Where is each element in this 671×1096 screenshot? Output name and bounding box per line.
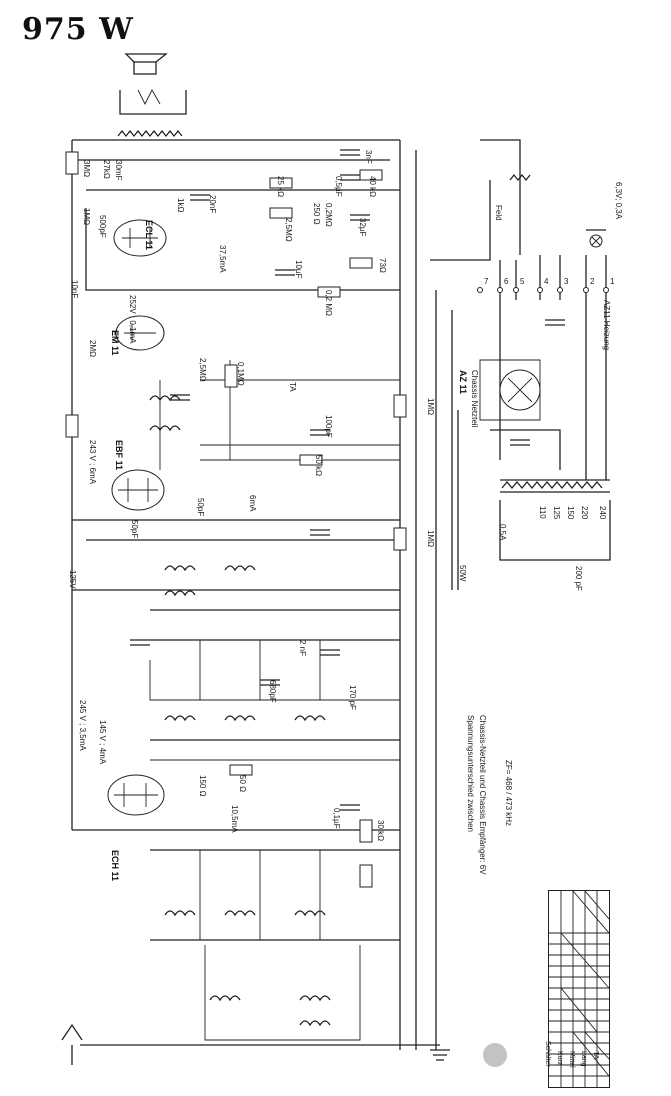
loudspeaker-icon [119,53,187,115]
r-73-label: 73Ω [378,258,387,273]
c-01uf-label: 0,1µF [332,808,341,829]
r-25m2-label: 2,5MΩ [198,358,207,382]
r-25k-label: 25 kΩ [276,176,285,197]
switch-row-ta: TA [592,1051,599,1060]
c-10uf-label: 10µF [294,260,303,279]
ech-current-label: 10,5mA [230,805,239,833]
r-50k-label: 50 kΩ [314,455,323,476]
terminal-number: 3 [564,277,569,286]
ech-voltage2-label: 145 V ; 4mA [98,720,107,765]
c-50pf-label: 50pF [196,498,205,516]
ground-icon [430,1049,450,1061]
c-20nf-label: 20nF [208,195,217,213]
tap-110: 110 [538,506,547,519]
terminal-number: 2 [590,277,595,286]
tube-label-az11: AZ 11 [458,370,468,394]
schematic-title: 975 W [22,12,134,47]
r-1m-label: 1MΩ [82,208,91,225]
c-10nf-label: 10nF [70,280,79,298]
c-680pf-label: 680pF [268,680,277,703]
c-32uf-label: 32µF [358,218,367,237]
tube-label-em11: EM 11 [110,330,120,356]
output-transformer [117,129,183,138]
r-40k-label: 40 kΩ [368,176,377,197]
tap-150: 150 [566,506,575,520]
tap-240: 240 [598,506,607,520]
c-3nf-label: 3nF [364,150,373,164]
c-500pf-label: 500pF [98,215,107,238]
tap-125: 125 [552,506,561,520]
terminal-number: 4 [544,277,549,286]
fuse-label: 0,5A [498,524,507,541]
r-150-label: 150 Ω [198,775,207,797]
terminal-number: 6 [504,277,509,286]
ebf-voltage-label: 243 V ; 6mA [88,440,97,485]
r-01m-label: 0,1MΩ [236,362,245,386]
terminal-number: 7 [484,277,489,286]
note-line-2: Chassis-Netzteil und Chassis Empfänger: … [478,715,487,875]
tube-label-ecl11: ECL 11 [144,220,154,250]
capacitors [130,149,565,811]
note-line-1: Spannungsunterschied zwischen [466,715,475,832]
antenna-icon [61,1023,83,1065]
r-1m-3-label: 1MΩ [426,530,435,547]
r-250-label: 250 Ω [312,203,321,225]
tap-220: 220 [580,506,589,520]
resistors [65,151,407,888]
ebf-current-label: 6mA [248,495,257,512]
power-transformer [501,480,603,490]
terminal-number: 1 [610,277,615,286]
tube-label-ech11: ECH 11 [110,850,120,881]
c-30mf-label: 30mF [114,160,123,181]
r-1m-2-label: 1MΩ [426,398,435,415]
switch-row-medium: Mittel [568,1051,575,1068]
ecl-current-label: 37,5mA [218,245,227,273]
r-02-label: 0,2 MΩ [324,290,333,316]
r-3m-label: 3MΩ [82,160,91,177]
switch-row-short: Kurz [556,1051,563,1066]
manufacturer-logo [483,1043,507,1067]
switch-table: Schalter Kurz Mittel Lang TA [544,890,610,1088]
field-coil [509,173,531,182]
c-2nf-label: 2 nF [298,640,307,656]
cap-200-label: 200 pF [574,566,583,591]
r-50-label: 50 Ω [238,775,247,792]
tube-label-ebf11: EBF 11 [114,440,124,470]
lamp-label: 6,3V; 0,3A [614,182,623,220]
terminal-strip [477,287,609,293]
ech-voltage-label: 245 V ; 3,5mA [78,700,87,751]
if-frequency-label: ZF= 468 / 473 kHz [504,760,513,826]
c-170pf-label: 170 pF [348,685,357,710]
c-50pf-2-label: 50pF [130,520,139,538]
terminal-number: 5 [520,277,525,286]
r-2m-label: 2MΩ [88,340,97,357]
em-voltage-label: 252V ; 0,1mA [128,295,137,344]
ta-label: TA [288,382,297,392]
power-50w-label: 50W [458,565,467,582]
field-label: Feld [494,205,503,221]
c-100pf-label: 100pF [324,415,333,438]
az-heating-label: AZ11 Heizung [602,300,611,350]
switch-table-header: Schalter [544,1041,551,1067]
voltage-125-label: 125V [68,570,77,589]
r-1k-label: 1kΩ [176,198,185,212]
r-27k-label: 27kΩ [102,160,111,179]
switch-row-long: Lang [580,1051,587,1067]
r-25m-label: 2,5MΩ [284,218,293,242]
if-coils [149,395,331,1027]
r-02m-label: 0,2MΩ [324,203,333,227]
r-30k-label: 30 kΩ [376,820,385,841]
c-05uf-label: 0,5µF [334,176,343,197]
chassis-netzteil-label: Chassis Netzteil [470,370,479,428]
